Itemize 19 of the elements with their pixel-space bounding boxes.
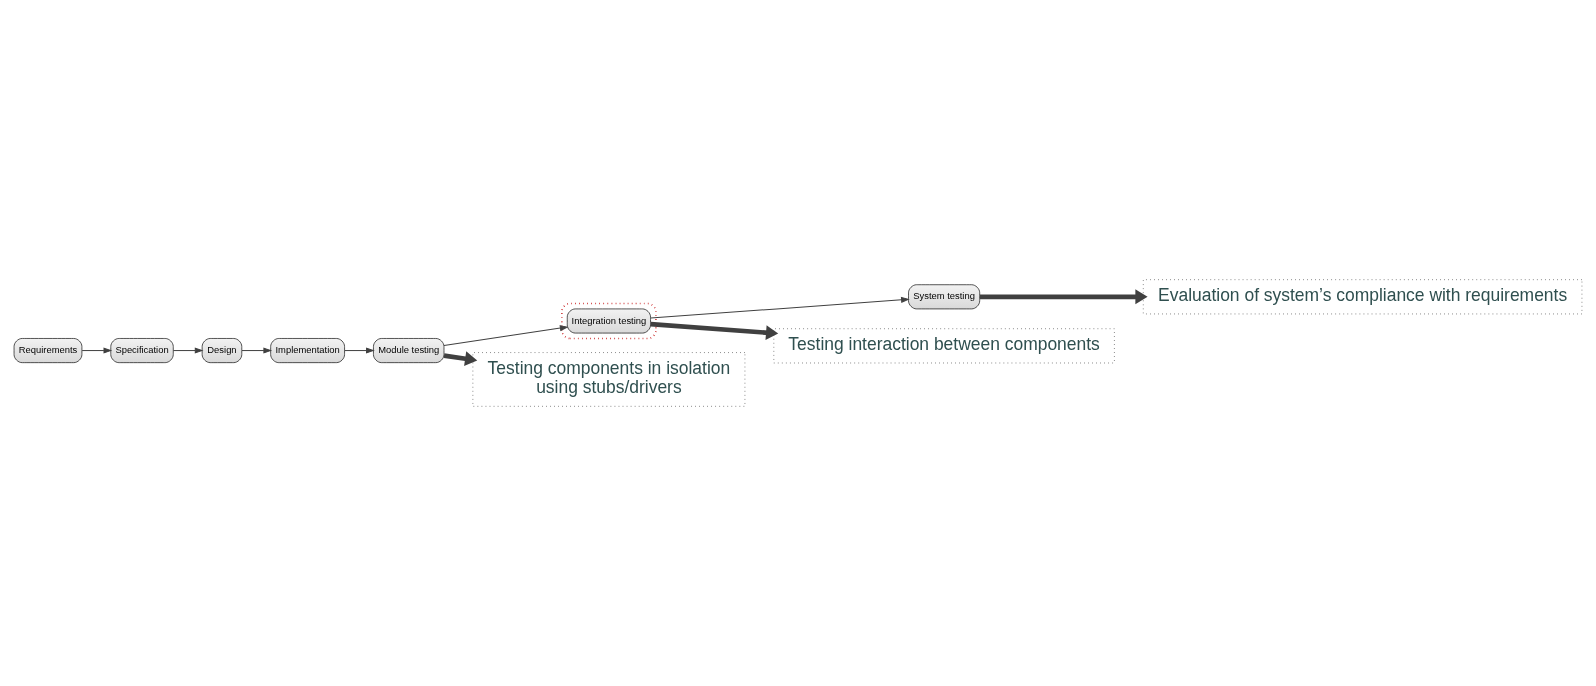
arrow [443,325,569,346]
node-box: Design [201,338,243,363]
arrow [979,289,1148,305]
arrow [443,351,478,367]
node-box: Evaluation of system’s compliance with requirements [1142,279,1583,315]
arrow [172,347,204,354]
node-box: Specification [110,338,174,363]
arrow [344,347,375,354]
node-box: Module testing [373,338,445,363]
node-box: Requirements [13,338,83,363]
node-box: Implementation [270,338,345,363]
node-box: Integration testing [566,308,651,334]
arrow [650,296,910,319]
arrow [241,347,273,354]
node-box: System testing [908,284,981,310]
arrow [650,321,779,341]
arrow [81,347,113,354]
node-box: Testing interaction between components [773,328,1115,364]
node-box: Testing components in isolation using stubs/drivers [472,352,746,407]
